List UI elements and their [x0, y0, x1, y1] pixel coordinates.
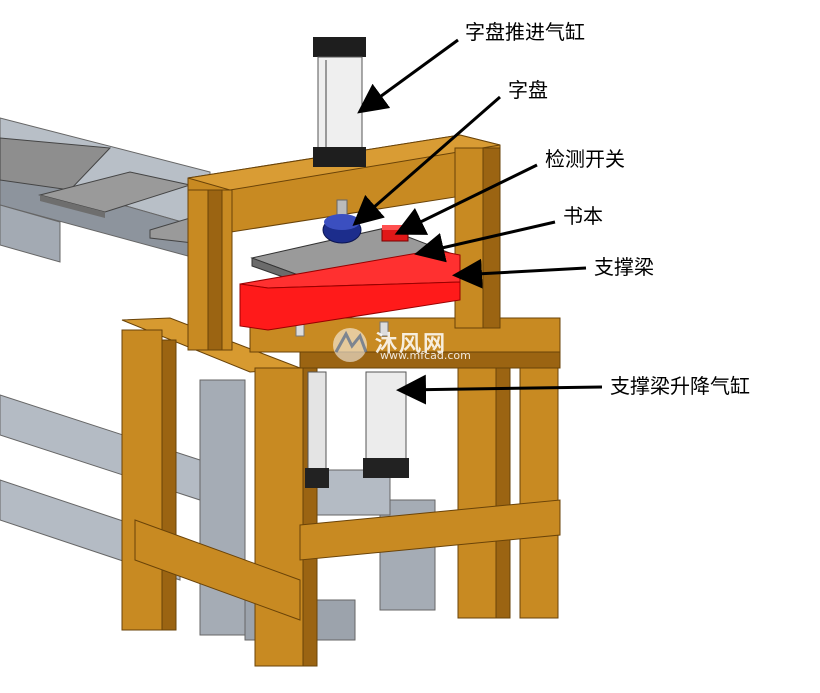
arrow-dial	[352, 95, 501, 226]
arrow-book	[414, 220, 556, 263]
support-beam	[239, 249, 461, 331]
label-support-beam: 支撑梁	[594, 255, 654, 279]
watermark-text: 沐风网	[375, 332, 448, 357]
arrow-detection-switch	[394, 163, 538, 235]
arrow-support-beam	[452, 258, 587, 289]
watermark-logo	[333, 328, 368, 362]
watermark-url: www.mfcad.com	[380, 349, 471, 362]
detection-switch	[381, 225, 409, 242]
label-dial-push-cylinder: 字盘推进气缸	[465, 20, 585, 44]
callout-arrows	[352, 38, 603, 405]
arrow-lift-cylinder	[396, 374, 603, 405]
arrow-dial-push-cylinder	[357, 38, 459, 114]
label-support-beam-lift-cylinder: 支撑梁升降气缸	[610, 374, 750, 398]
label-dial: 字盘	[508, 78, 548, 102]
dial-push-cylinder	[313, 37, 366, 167]
lower-frame	[121, 317, 561, 667]
label-book: 书本	[563, 204, 603, 228]
label-detection-switch: 检测开关	[545, 147, 625, 171]
dial	[322, 199, 362, 244]
